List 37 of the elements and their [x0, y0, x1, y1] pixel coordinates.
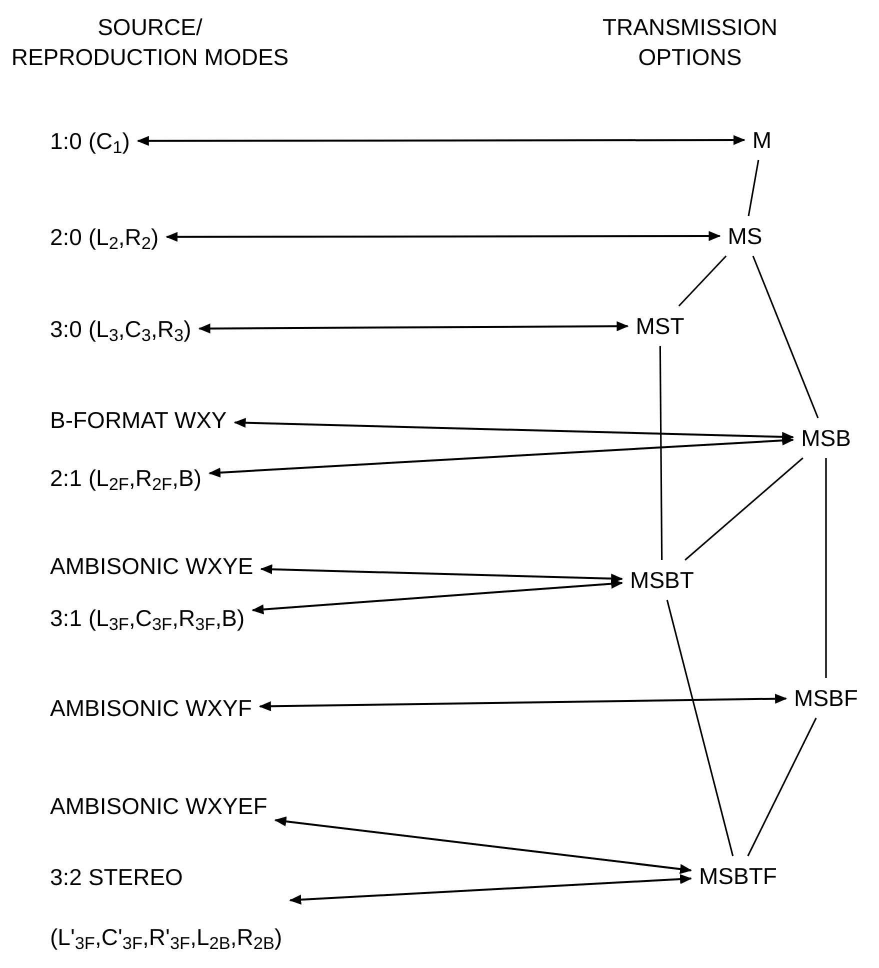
connector-line — [748, 160, 760, 216]
source-mode: 3:1 (L$_{3F}$,C$_{3F}$,R$_{3F}$,B) — [50, 604, 245, 633]
source-mode: (L'$_{3F}$,C'$_{3F}$,R'$_{3F}$,L$_{2B}$,R$_{2B}$) — [50, 923, 282, 952]
transmission-option: MS — [728, 221, 762, 251]
double-arrow — [258, 694, 788, 712]
double-arrow — [274, 816, 692, 874]
source-mode: 2:1 (L$_{2F}$,R$_{2F}$,B) — [50, 464, 202, 493]
double-arrow — [136, 135, 746, 146]
connector-line — [752, 256, 819, 418]
double-arrow — [198, 321, 629, 334]
transmission-option: M — [752, 125, 772, 155]
transmission-option: MSBF — [794, 683, 858, 713]
transmission-option: MSBTF — [699, 861, 777, 891]
source-mode: 2:0 (L$_{2}$,R$_{2}$) — [50, 223, 159, 252]
double-arrow — [260, 564, 624, 584]
source-mode: 3:0 (L$_{3}$,C$_{3}$,R$_{3}$) — [50, 315, 192, 344]
double-arrow — [252, 578, 624, 614]
transmission-option: MSBT — [630, 565, 694, 595]
column-heading: TRANSMISSION OPTIONS — [601, 13, 779, 72]
double-arrow — [289, 874, 692, 905]
column-heading: SOURCE/ REPRODUCTION MODES — [10, 13, 290, 72]
source-mode: B-FORMAT WXY — [50, 406, 227, 435]
connector-line — [678, 255, 727, 307]
double-arrow — [208, 436, 794, 478]
transmission-option: MST — [636, 311, 684, 341]
transmission-option: MSB — [801, 423, 851, 453]
source-mode: AMBISONIC WXYE — [50, 552, 254, 581]
connector-line — [747, 718, 817, 856]
double-arrow — [166, 231, 721, 242]
connector-line — [825, 458, 827, 678]
source-mode: 1:0 (C$_{1}$) — [50, 127, 130, 156]
source-mode: 3:2 STEREO — [50, 863, 184, 892]
connector-line — [684, 457, 804, 561]
connector-line — [666, 600, 734, 856]
connector-line — [659, 346, 663, 560]
source-mode: AMBISONIC WXYF — [50, 694, 252, 723]
source-mode: AMBISONIC WXYEF — [50, 792, 268, 821]
